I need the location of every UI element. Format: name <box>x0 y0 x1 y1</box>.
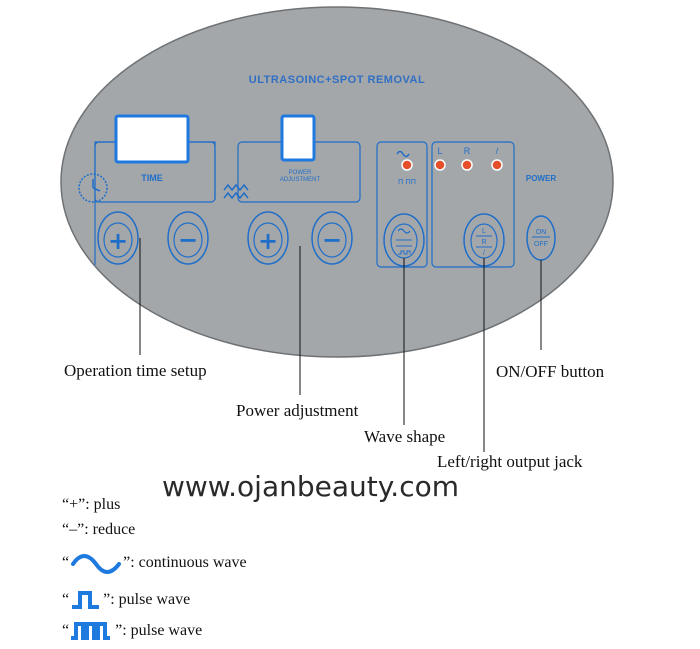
jack-group-frame <box>431 141 515 268</box>
output-jack-button[interactable]: L R / <box>463 213 505 267</box>
watermark-url: www.ojanbeauty.com <box>162 470 460 503</box>
annotation-power: Power adjustment <box>236 401 359 420</box>
leader-lines <box>139 238 542 452</box>
single-pulse-icon <box>72 591 100 609</box>
btn-R-label: R <box>481 239 486 246</box>
legend-quote-open: “ <box>62 591 70 608</box>
legend-quote-open: “ <box>62 622 70 639</box>
btn-L-label: L <box>482 228 486 235</box>
btn-slash-label: / <box>483 250 485 257</box>
panel-title: ULTRASOINC+SPOT REMOVAL <box>249 74 425 86</box>
power-plus-button[interactable]: + <box>247 211 289 265</box>
clock-icon <box>78 173 108 203</box>
plus-glyph: + <box>258 227 278 255</box>
power-label: POWER <box>526 174 556 183</box>
multi-pulse-icon <box>71 622 111 640</box>
annotation-jack: Left/right output jack <box>437 452 583 471</box>
time-minus-button[interactable]: − <box>167 211 209 265</box>
annotation-onoff: ON/OFF button <box>496 362 605 381</box>
wave-led <box>401 159 413 171</box>
legend-reduce: “–”: reduce <box>62 521 135 539</box>
annotation-time: Operation time setup <box>64 361 207 380</box>
legend-pulse-1-text: ”: pulse wave <box>103 591 191 608</box>
continuous-wave-icon <box>71 554 122 574</box>
pulse-wave-icon <box>398 250 411 255</box>
on-off-button[interactable]: ON OFF <box>526 215 556 261</box>
sine-wave-icon <box>397 228 411 234</box>
legend-continuous-text: ”: continuous wave <box>123 554 247 571</box>
jack-slash-label: / <box>496 146 499 156</box>
time-display <box>114 114 190 164</box>
power-adj-display <box>280 114 316 162</box>
plus-glyph: + <box>108 227 128 255</box>
minus-glyph: − <box>322 226 342 254</box>
legend-pulse-2-text: ”: pulse wave <box>115 622 203 639</box>
time-plus-button[interactable]: + <box>97 211 139 265</box>
legend-pulse-2: “ ”: pulse wave <box>62 620 202 642</box>
minus-glyph: − <box>178 226 198 254</box>
jack-R-label: R <box>464 146 471 156</box>
legend-reduce-text: “–”: reduce <box>62 521 136 538</box>
sine-wave-icon <box>396 150 410 158</box>
onoff-off-label: OFF <box>534 241 548 248</box>
legend-plus-text: “+”: plus <box>62 496 121 513</box>
legend-quote-open: “ <box>62 554 70 571</box>
onoff-on-label: ON <box>536 229 547 236</box>
power-adj-label-2: ADJUSTMENT <box>280 177 321 183</box>
jack-R-led <box>461 159 473 171</box>
wave-group-frame <box>376 141 428 268</box>
wave-label: Π ΠΠ <box>398 178 416 186</box>
legend-pulse-1: “ ”: pulse wave <box>62 589 190 611</box>
jack-L-label: L <box>437 146 442 156</box>
jack-L-led <box>434 159 446 171</box>
legend-plus: “+”: plus <box>62 496 120 514</box>
power-adj-label-1: POWER <box>289 170 312 176</box>
annotation-wave: Wave shape <box>364 427 446 446</box>
panel-body <box>60 6 614 358</box>
jack-slash-led <box>491 159 503 171</box>
power-minus-button[interactable]: − <box>311 211 353 265</box>
legend-continuous: “ ”: continuous wave <box>62 552 247 574</box>
waves-icon <box>223 183 249 200</box>
time-label: TIME <box>141 173 163 183</box>
